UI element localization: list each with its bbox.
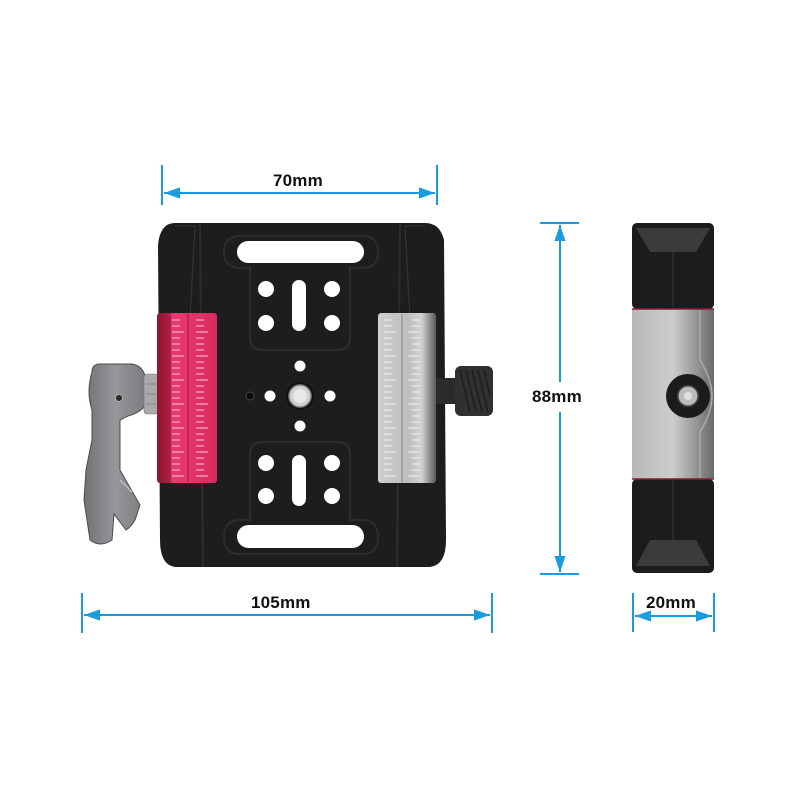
overall-width-label: 105mm — [251, 593, 311, 612]
red-scale-rail — [157, 313, 217, 483]
side-view — [632, 223, 714, 573]
front-view — [83, 223, 493, 568]
dimension-depth — [632, 593, 715, 632]
base-plate — [158, 223, 446, 568]
depth-label: 20mm — [646, 593, 696, 612]
bottom-slot — [237, 525, 364, 548]
quick-release-lever — [83, 363, 159, 545]
dimension-height — [540, 222, 579, 575]
silver-scale-rail — [378, 313, 436, 483]
dimension-overall-width — [81, 593, 493, 633]
height-label: 88mm — [532, 387, 582, 406]
top-slot — [237, 241, 364, 263]
top-width-label: 70mm — [273, 171, 323, 190]
locking-knob — [436, 366, 493, 416]
dimension-top-width — [161, 165, 438, 205]
